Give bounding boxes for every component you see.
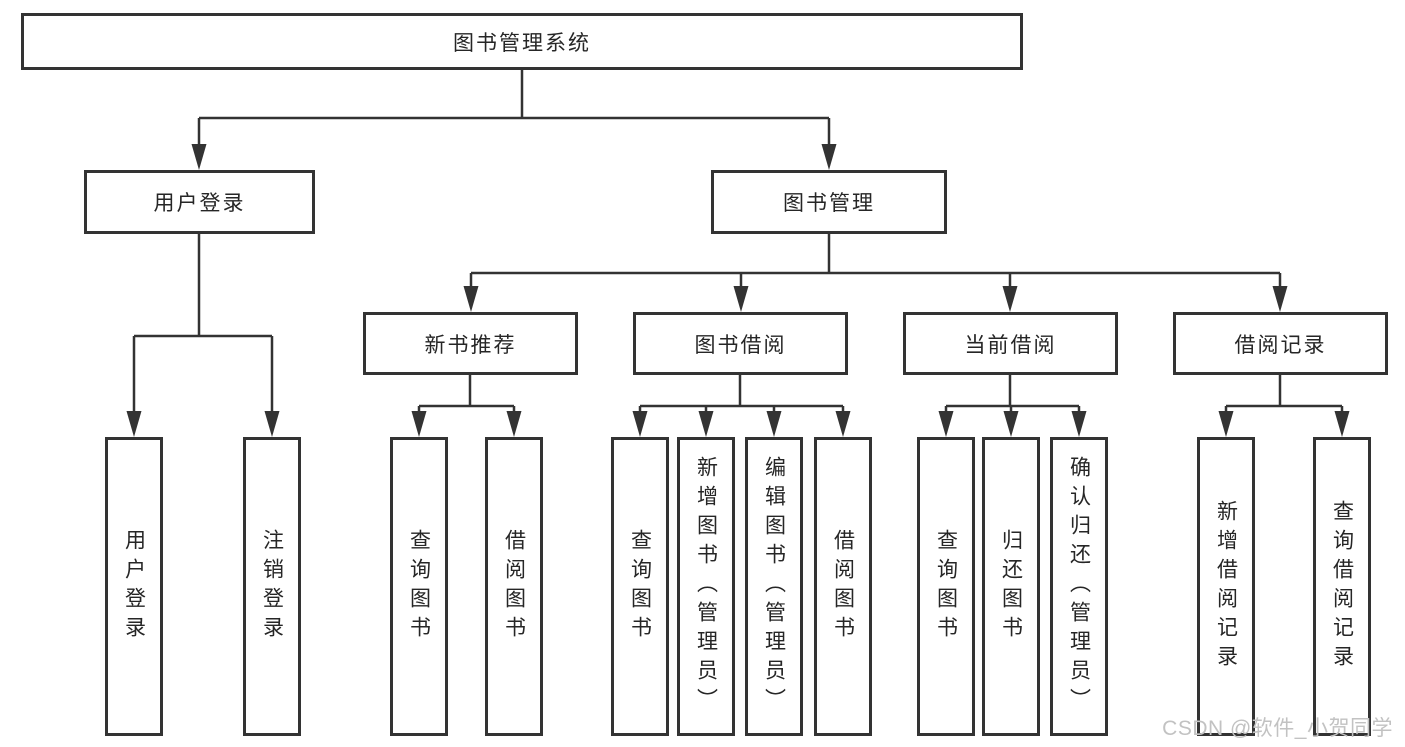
leaf-recommend-borrow-books: 借阅图书 — [485, 437, 543, 736]
leaf-current-return-books: 归还图书 — [982, 437, 1040, 736]
leaf-current-query-books: 查询图书 — [917, 437, 975, 736]
leaf-recommend-query-books: 查询图书 — [390, 437, 448, 736]
connector-paths — [132, 68, 1344, 417]
node-borrow-records-label: 借阅记录 — [1234, 333, 1327, 357]
arrowheads — [126, 144, 1350, 437]
leaf-current-query-books-label: 查询图书 — [934, 528, 958, 645]
node-book-management-label: 图书管理 — [783, 192, 875, 215]
node-book-borrow-label: 图书借阅 — [694, 333, 787, 357]
leaf-borrow-edit-books-admin: 编辑图书（管理员） — [745, 437, 803, 736]
leaf-recommend-query-books-label: 查询图书 — [407, 528, 431, 645]
leaf-user-login: 用户登录 — [105, 437, 163, 736]
leaf-recommend-borrow-books-label: 借阅图书 — [502, 528, 526, 645]
node-new-book-recommend: 新书推荐 — [363, 312, 578, 375]
leaf-borrow-query-books-label: 查询图书 — [628, 528, 652, 645]
leaf-records-add-record: 新增借阅记录 — [1197, 437, 1255, 736]
node-current-borrow: 当前借阅 — [903, 312, 1118, 375]
watermark-text: CSDN @软件_小贺同学 — [1162, 717, 1393, 740]
node-root-label: 图书管理系统 — [453, 31, 591, 55]
leaf-user-login-label: 用户登录 — [122, 528, 146, 645]
node-borrow-records: 借阅记录 — [1173, 312, 1388, 375]
leaf-logout: 注销登录 — [243, 437, 301, 736]
leaf-borrow-add-books-admin-label: 新增图书（管理员） — [694, 456, 718, 717]
leaf-logout-label: 注销登录 — [260, 528, 284, 645]
node-user-login: 用户登录 — [84, 170, 315, 234]
leaf-records-query-record-label: 查询借阅记录 — [1330, 499, 1354, 674]
leaf-borrow-add-books-admin: 新增图书（管理员） — [677, 437, 735, 736]
leaf-current-return-books-label: 归还图书 — [999, 528, 1023, 645]
node-book-borrow: 图书借阅 — [633, 312, 848, 375]
leaf-borrow-borrow-books: 借阅图书 — [814, 437, 872, 736]
leaf-borrow-query-books: 查询图书 — [611, 437, 669, 736]
leaf-current-confirm-return-admin: 确认归还（管理员） — [1050, 437, 1108, 736]
node-new-book-recommend-label: 新书推荐 — [424, 333, 517, 357]
leaf-borrow-edit-books-admin-label: 编辑图书（管理员） — [762, 456, 786, 717]
leaf-borrow-borrow-books-label: 借阅图书 — [831, 528, 855, 645]
leaf-current-confirm-return-admin-label: 确认归还（管理员） — [1067, 456, 1091, 717]
leaf-records-query-record: 查询借阅记录 — [1313, 437, 1371, 736]
leaf-records-add-record-label: 新增借阅记录 — [1214, 499, 1238, 674]
node-current-borrow-label: 当前借阅 — [964, 333, 1057, 357]
node-book-management: 图书管理 — [711, 170, 947, 234]
node-root: 图书管理系统 — [21, 13, 1023, 70]
node-user-login-label: 用户登录 — [153, 192, 246, 215]
